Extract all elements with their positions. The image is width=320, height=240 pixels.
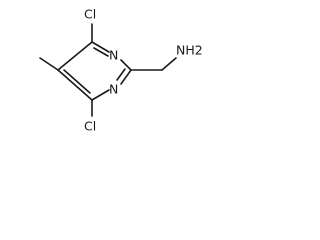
molecule-structure: Cl N N Cl NH2 <box>39 7 203 134</box>
bond-c6-c5 <box>57 69 93 101</box>
atom-n-lower: N <box>109 82 118 97</box>
bond-c4-n3 <box>91 41 110 53</box>
bond-ch2-nh2 <box>161 57 177 71</box>
bond-c4-n3-inner <box>93 47 109 57</box>
bond-n3-c2 <box>120 59 132 71</box>
atom-cl-bottom: Cl <box>84 119 96 134</box>
atom-nh2: NH2 <box>176 43 203 58</box>
bond-c6-c5-inner <box>63 69 91 94</box>
bond-c2-n1-inner <box>116 68 126 81</box>
bond-c2-n1 <box>120 69 132 85</box>
ring-bonds <box>57 41 132 101</box>
bond-c5-c4 <box>57 41 93 71</box>
atom-cl-top: Cl <box>84 7 96 22</box>
atom-labels: Cl N N Cl NH2 <box>84 7 203 134</box>
bond-c5-methyl <box>39 57 59 71</box>
atom-n-upper: N <box>109 48 118 63</box>
bond-n1-c6 <box>91 89 110 101</box>
substituent-bonds <box>39 23 177 117</box>
